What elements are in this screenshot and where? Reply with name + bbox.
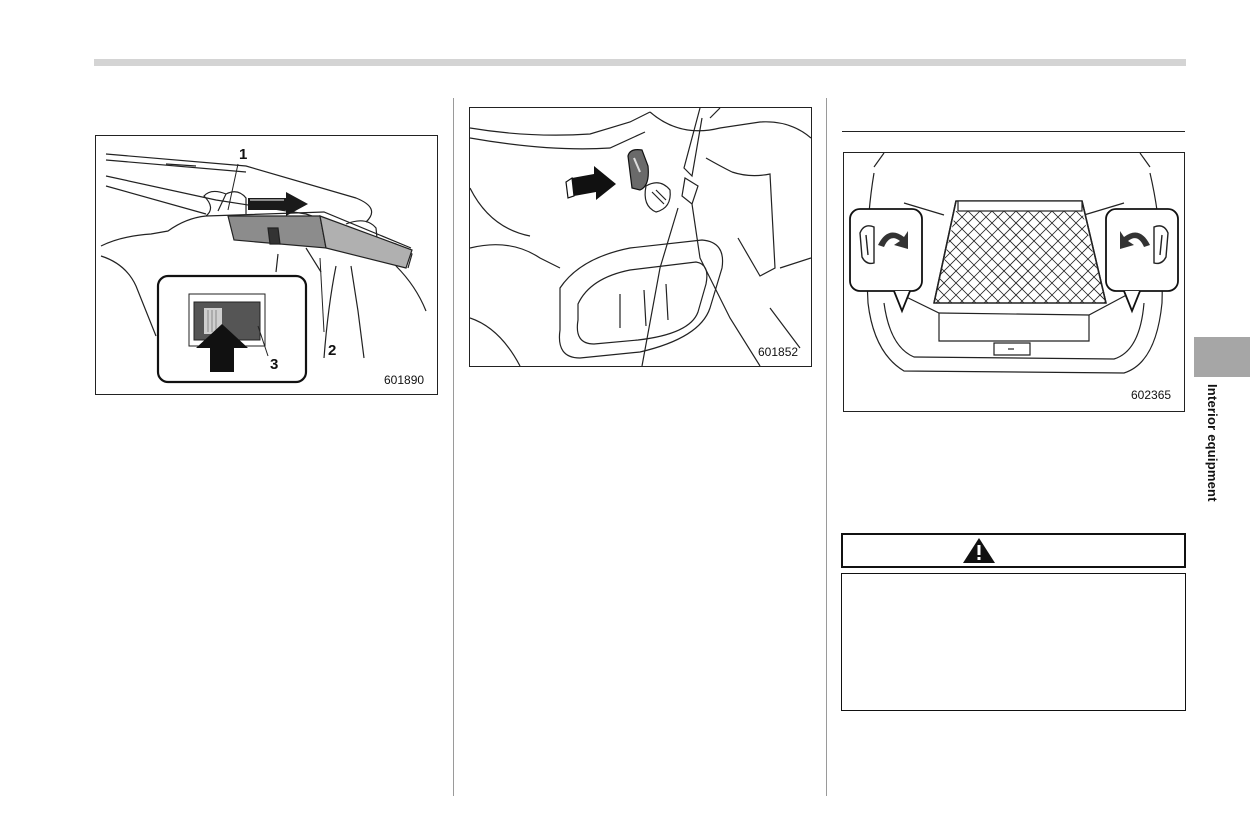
callout-1: 1 xyxy=(239,146,248,163)
callout-3: 3 xyxy=(270,356,279,373)
column-divider-right xyxy=(826,98,827,796)
illustration-console-outlet xyxy=(470,108,811,366)
figure-602365: 602365 xyxy=(843,152,1185,412)
figure-601852: 601852 xyxy=(469,107,812,367)
callout-2: 2 xyxy=(328,342,337,359)
figure-code: 601890 xyxy=(384,373,425,387)
warning-body xyxy=(841,573,1186,711)
figure-601890: 1 2 3 601890 xyxy=(95,135,438,395)
illustration-cargo-net xyxy=(849,153,1179,374)
illustration-rail-slider xyxy=(100,153,427,384)
page-header-rule xyxy=(94,59,1186,66)
warning-triangle-icon xyxy=(963,538,995,563)
figure-code: 601852 xyxy=(758,345,799,359)
warning-header xyxy=(841,533,1186,568)
chapter-label: Interior equipment xyxy=(1205,384,1220,502)
column-divider-left xyxy=(453,98,454,796)
chapter-tab xyxy=(1194,337,1250,377)
section-rule xyxy=(842,131,1185,132)
figure-code: 602365 xyxy=(1131,388,1172,402)
